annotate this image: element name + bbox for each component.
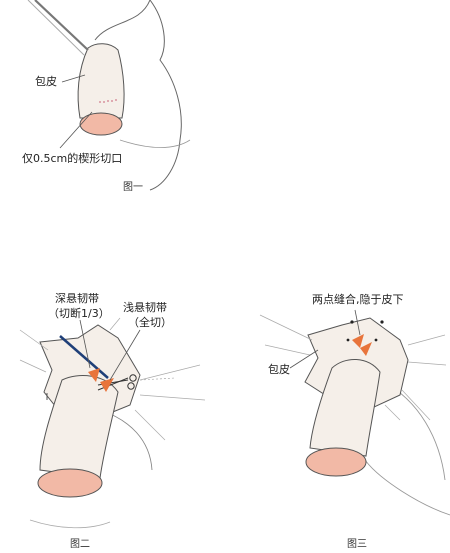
- label-deep-ligament-detail: （切断1/3）: [48, 307, 110, 320]
- label-deep-ligament: 深悬韧带: [55, 292, 99, 305]
- penis-shaft-1: [77, 43, 125, 119]
- label-suture: 两点缝合,隐于皮下: [312, 293, 404, 306]
- label-shallow-ligament-detail: （全切）: [128, 316, 172, 329]
- instrument-2: [59, 335, 109, 379]
- figure-1: [27, 0, 191, 191]
- shallow-ligament-marker: [100, 378, 114, 392]
- caption-figure-3: 图三: [347, 539, 367, 550]
- penis-shaft-3: [309, 359, 381, 457]
- instrument-line-1: [34, 0, 89, 51]
- glans-2: [37, 468, 103, 498]
- caption-figure-1: 图一: [123, 182, 143, 193]
- label-foreskin-3: 包皮: [268, 363, 290, 376]
- caption-figure-2: 图二: [70, 539, 90, 550]
- glans-3: [305, 447, 367, 477]
- incision-marks-1: [99, 99, 117, 103]
- figure-3: [259, 309, 450, 516]
- suture-points: [346, 320, 384, 342]
- suture-marker: [352, 334, 364, 348]
- label-shallow-ligament: 浅悬韧带: [123, 301, 167, 314]
- label-incision-1: 仅0.5cm的楔形切口: [22, 152, 123, 165]
- label-foreskin-1: 包皮: [35, 75, 57, 88]
- deep-ligament-marker: [88, 368, 100, 382]
- figure-2: [19, 317, 206, 529]
- glans-1: [79, 112, 123, 136]
